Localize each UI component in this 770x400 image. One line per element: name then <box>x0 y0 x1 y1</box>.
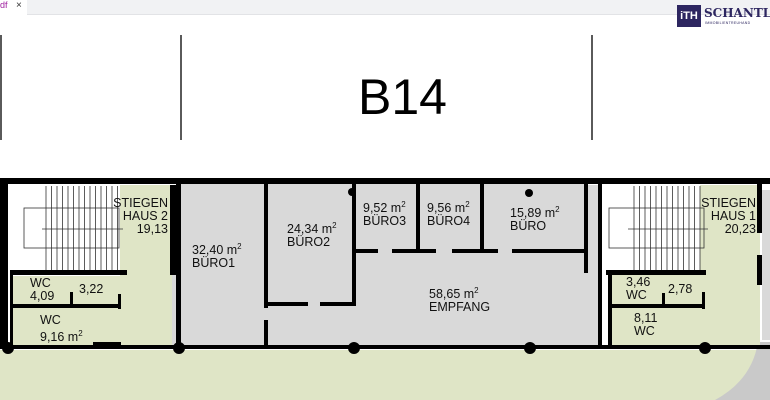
room-name: BÜRO4 <box>427 214 471 229</box>
unit-exponent: 2 <box>465 200 470 209</box>
room-name: BÜRO2 <box>287 235 331 250</box>
room-name: WC <box>40 313 61 327</box>
room-name: EMPFANG <box>429 300 491 315</box>
room-name: STIEGEN <box>113 196 168 210</box>
close-tab-icon[interactable]: × <box>16 0 22 11</box>
tab-label: df <box>0 0 8 10</box>
browser-tab[interactable]: df × <box>0 0 26 14</box>
company-logo: iTH SCHANTL IMMOBILIENTREUHAND <box>677 5 770 28</box>
room-wc-left: WC 9,16 m2 <box>40 314 83 344</box>
room-name: WC <box>30 276 51 290</box>
room-name: BÜRO <box>510 219 547 234</box>
room-area: 3,46 <box>626 275 651 289</box>
room-area: 9,52 m <box>363 201 402 216</box>
room-area: 9,56 m <box>427 201 466 216</box>
room-name: HAUS 2 <box>122 209 168 223</box>
room-wc-right-small: 3,46 WC <box>626 276 650 302</box>
room-area-3-22: 3,22 <box>79 282 104 296</box>
unit-exponent: 2 <box>332 221 337 230</box>
unit-exponent: 2 <box>555 205 560 214</box>
room-buero2: 24,34 m2 BÜRO2 <box>287 219 337 249</box>
room-area: 24,34 m <box>287 222 333 237</box>
room-area: 19,13 <box>136 222 168 236</box>
room-area: 9,16 m <box>40 330 79 345</box>
room-name: STIEGEN <box>701 196 756 210</box>
room-area: 8,11 <box>634 311 658 325</box>
room-buero4: 9,56 m2 BÜRO4 <box>427 198 470 228</box>
room-wc-right: 8,11 WC <box>634 312 657 338</box>
tab-strip <box>27 0 770 15</box>
room-stiegenhaus-2: STIEGEN HAUS 2 19,13 <box>108 197 168 236</box>
room-buero1: 32,40 m2 BÜRO1 <box>192 240 242 270</box>
room-area: 58,65 m <box>429 287 475 302</box>
room-stiegenhaus-1: STIEGEN HAUS 1 20,23 <box>690 197 756 236</box>
room-area: 20,23 <box>724 222 756 236</box>
unit-exponent: 2 <box>401 200 406 209</box>
room-name: HAUS 1 <box>710 209 756 223</box>
room-area-2-78: 2,78 <box>668 282 693 296</box>
logo-subtitle: IMMOBILIENTREUHAND <box>705 21 751 25</box>
room-buero: 15,89 m2 BÜRO <box>510 203 560 233</box>
room-name: BÜRO3 <box>363 214 407 229</box>
logo-mark: iTH <box>677 5 701 27</box>
unit-exponent: 2 <box>78 329 83 338</box>
browser-tab-bar: df × <box>0 0 770 15</box>
unit-exponent: 2 <box>237 242 242 251</box>
room-area: 4,09 <box>30 289 55 303</box>
room-wc-left-small: WC 4,09 <box>30 277 54 303</box>
room-area: 32,40 m <box>192 243 238 258</box>
room-name: WC <box>634 324 655 338</box>
room-buero3: 9,52 m2 BÜRO3 <box>363 198 406 228</box>
unit-exponent: 2 <box>474 286 479 295</box>
room-name: BÜRO1 <box>192 256 236 271</box>
building-title: B14 <box>358 69 447 125</box>
room-area: 15,89 m <box>510 206 556 221</box>
room-name: WC <box>626 288 647 302</box>
logo-name: SCHANTL <box>704 6 770 20</box>
room-empfang: 58,65 m2 EMPFANG <box>429 284 490 314</box>
